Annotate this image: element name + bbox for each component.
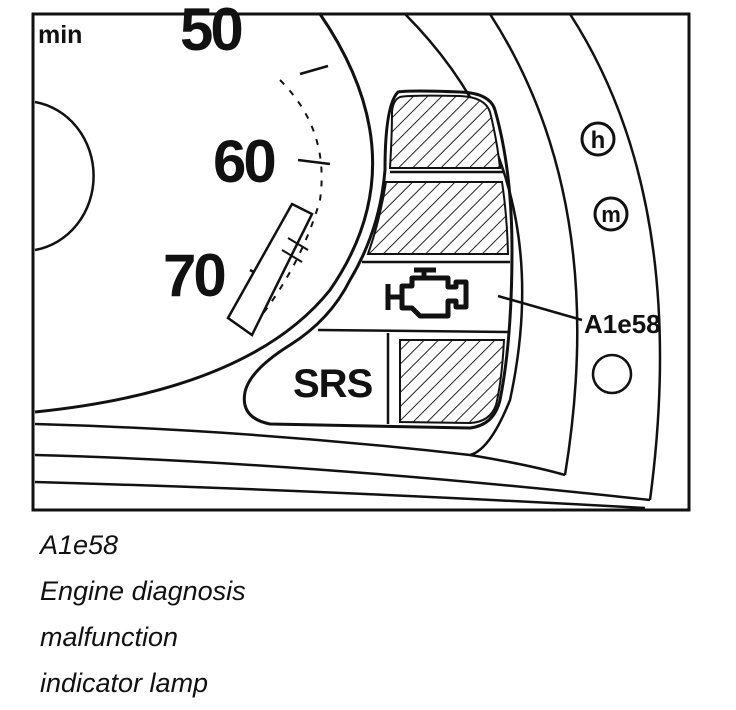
bezel-bottom-curve-3 — [34, 480, 646, 510]
speedometer-inner-dial — [34, 100, 95, 252]
caption-line-3: indicator lamp — [40, 668, 209, 698]
reset-button — [591, 353, 633, 395]
clock-minute-button: m — [593, 196, 629, 232]
caption-line-1: Engine diagnosis — [40, 576, 246, 606]
pointer-slot-divider-2 — [281, 249, 303, 263]
svg-text:h: h — [591, 127, 606, 154]
panel-divider-3 — [317, 328, 509, 334]
scale-label-70: 70 — [163, 242, 224, 309]
callout-leader-line — [497, 294, 583, 322]
bezel-curve-2 — [488, 13, 579, 476]
pointer-slot-divider-1 — [287, 237, 309, 251]
unit-label-min: min — [38, 21, 82, 49]
svg-text:m: m — [601, 202, 621, 227]
diagram-border — [31, 12, 691, 512]
instrument-cluster-diagram: 50 60 70 min SRS A1e58 h m — [31, 0, 691, 512]
lamp-cell-second — [366, 181, 510, 255]
scale-label-60: 60 — [213, 128, 274, 195]
figure-caption: A1e58 Engine diagnosis malfunction indic… — [40, 522, 246, 706]
srs-indicator-label: SRS — [293, 362, 373, 406]
warning-lamp-panel — [242, 89, 514, 430]
bezel-bottom-curve-2 — [34, 453, 651, 502]
speedometer-dial-outline — [34, 13, 374, 414]
bezel-bottom-curve-1 — [34, 422, 566, 477]
tick-60 — [297, 158, 331, 166]
caption-line-2: malfunction — [40, 622, 179, 652]
check-engine-icon — [385, 267, 469, 319]
speedometer-pointer-slot — [226, 202, 314, 337]
speedometer-dashed-arc — [249, 79, 323, 331]
callout-label-a1e58: A1e58 — [584, 309, 661, 339]
caption-code: A1e58 — [40, 530, 119, 560]
clock-hour-button: h — [580, 121, 616, 157]
bezel-curve-1 — [404, 13, 524, 457]
scale-label-50: 50 — [180, 0, 241, 63]
lamp-cell-top — [388, 94, 502, 169]
tick-50 — [299, 64, 329, 76]
lamp-cell-bottom-right — [399, 339, 506, 425]
bezel-curve-3 — [568, 13, 662, 501]
